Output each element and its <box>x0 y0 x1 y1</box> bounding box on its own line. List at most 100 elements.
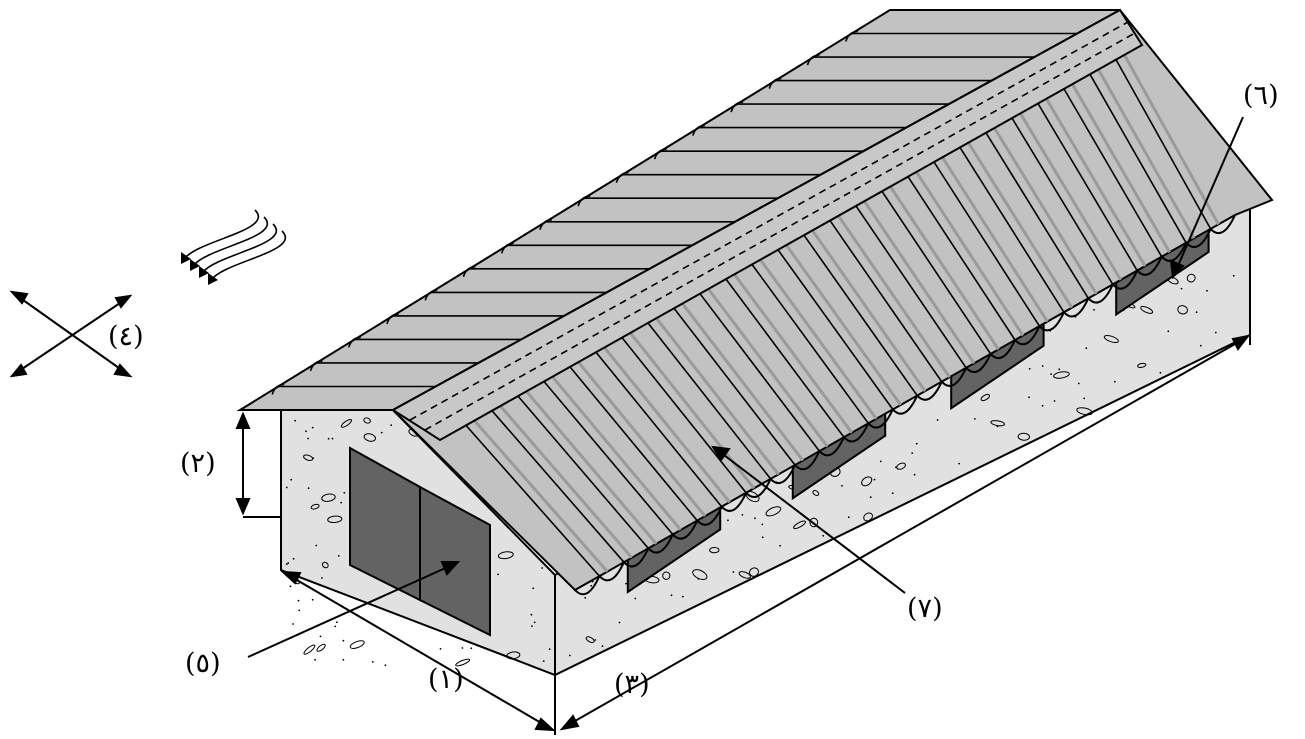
texture-dot <box>533 621 536 624</box>
texture-dot <box>732 571 735 573</box>
roof-rib <box>595 351 723 508</box>
texture-dot <box>305 430 307 433</box>
texture-dot <box>334 625 337 628</box>
texture-pebble <box>793 520 806 530</box>
label-3: (٣) <box>614 669 650 700</box>
width-dimension <box>289 575 549 728</box>
texture-dot <box>337 555 340 557</box>
texture-dot <box>841 484 843 487</box>
leader-5-head <box>440 561 461 576</box>
wind-line <box>211 230 286 280</box>
leader-5 <box>247 565 451 658</box>
roof-rib <box>647 322 772 480</box>
length-dimension <box>567 339 1243 726</box>
roof-rib-shade <box>889 185 1000 351</box>
texture-dot <box>470 647 473 650</box>
roof-rib-shade <box>1071 83 1171 253</box>
texture-dot <box>532 587 535 590</box>
texture-pebble <box>321 493 336 502</box>
texture-dot <box>290 478 293 481</box>
texture-pebble <box>1140 305 1154 314</box>
texture-dot <box>1214 331 1217 334</box>
wind-arrowhead <box>190 259 200 271</box>
texture-dot <box>289 585 292 588</box>
orientation-arrowhead-1b <box>113 363 133 378</box>
texture-pebble <box>662 571 671 580</box>
wind-line <box>184 209 259 259</box>
texture-dot <box>618 621 621 624</box>
roof-rib <box>933 161 1041 327</box>
texture-dot <box>311 598 314 601</box>
roof-left-rib-edge <box>768 77 782 89</box>
roof-left-rib-edge <box>309 360 323 372</box>
texture-pebble <box>455 658 471 667</box>
texture-pebble <box>316 643 326 652</box>
roof-rib-shade <box>967 141 1074 309</box>
texture-pebble <box>497 551 514 560</box>
texture-dot <box>1041 365 1044 367</box>
roof-rib-shade <box>655 317 780 476</box>
texture-dot <box>590 584 593 587</box>
wind-arrowhead <box>181 252 191 264</box>
roof-rib <box>855 205 967 369</box>
texture-dot <box>331 437 334 440</box>
leader-6-head <box>1169 259 1185 280</box>
roof-rib-shade <box>551 375 682 531</box>
roof-rib <box>569 366 698 522</box>
roof-rib-shade <box>681 302 805 462</box>
texture-dot <box>307 487 310 490</box>
roof-rib <box>1115 59 1212 230</box>
roof-left-rib-edge <box>806 54 820 66</box>
label-7: (٧) <box>907 593 943 624</box>
roof-left-rib-edge <box>462 266 476 278</box>
texture-dot <box>380 431 383 434</box>
roof-left-rib-edge <box>500 242 514 254</box>
roof-left-rib-edge <box>386 313 399 325</box>
texture-pebble <box>310 503 320 510</box>
wind-arrowhead <box>199 266 209 278</box>
texture-pebble <box>303 644 316 655</box>
roof-rib-shade <box>1045 98 1147 267</box>
ridge-dash-2 <box>424 32 1136 431</box>
texture-pebble <box>765 506 782 517</box>
label-2: (٢) <box>180 448 216 479</box>
roof <box>236 8 1274 596</box>
texture-dot <box>670 594 673 597</box>
roof-left-rib-edge <box>845 30 858 42</box>
texture-dot <box>594 639 597 641</box>
roof-left-rib-edge <box>653 148 667 160</box>
wind-arrowhead <box>208 273 218 285</box>
texture-dot <box>779 544 781 547</box>
texture-dot <box>727 519 729 522</box>
texture-dot <box>996 425 999 428</box>
leader-7 <box>719 451 906 594</box>
roof-eave-corrugation <box>574 214 1236 596</box>
roof-rib <box>517 395 649 549</box>
texture-pebble <box>327 515 343 524</box>
orientation-arrowhead-1a <box>9 290 29 305</box>
texture-pebble <box>861 476 873 487</box>
texture-dot <box>531 625 533 627</box>
texture-dot <box>542 660 545 662</box>
texture-dot <box>1041 404 1044 407</box>
roof-rib <box>959 146 1065 313</box>
texture-dot <box>847 516 850 519</box>
texture-dot <box>541 567 544 569</box>
texture-dot <box>891 492 894 495</box>
roof-rib <box>907 176 1016 341</box>
texture-dot <box>1159 371 1162 374</box>
orientation-arrows <box>9 290 133 378</box>
texture-dot <box>497 573 499 576</box>
roof-rib-shade <box>1019 112 1122 281</box>
texture-dot <box>342 658 345 661</box>
texture-dot <box>342 639 345 642</box>
texture-dot <box>1206 289 1208 292</box>
texture-pebble <box>340 419 352 428</box>
width-arrow-left <box>280 570 302 585</box>
roof-rib-shade <box>525 390 658 545</box>
wind-line <box>193 216 268 266</box>
texture-pebble <box>1186 273 1196 283</box>
texture-dot <box>319 635 322 638</box>
texture-dot <box>869 496 872 499</box>
roof-rib <box>699 293 821 452</box>
